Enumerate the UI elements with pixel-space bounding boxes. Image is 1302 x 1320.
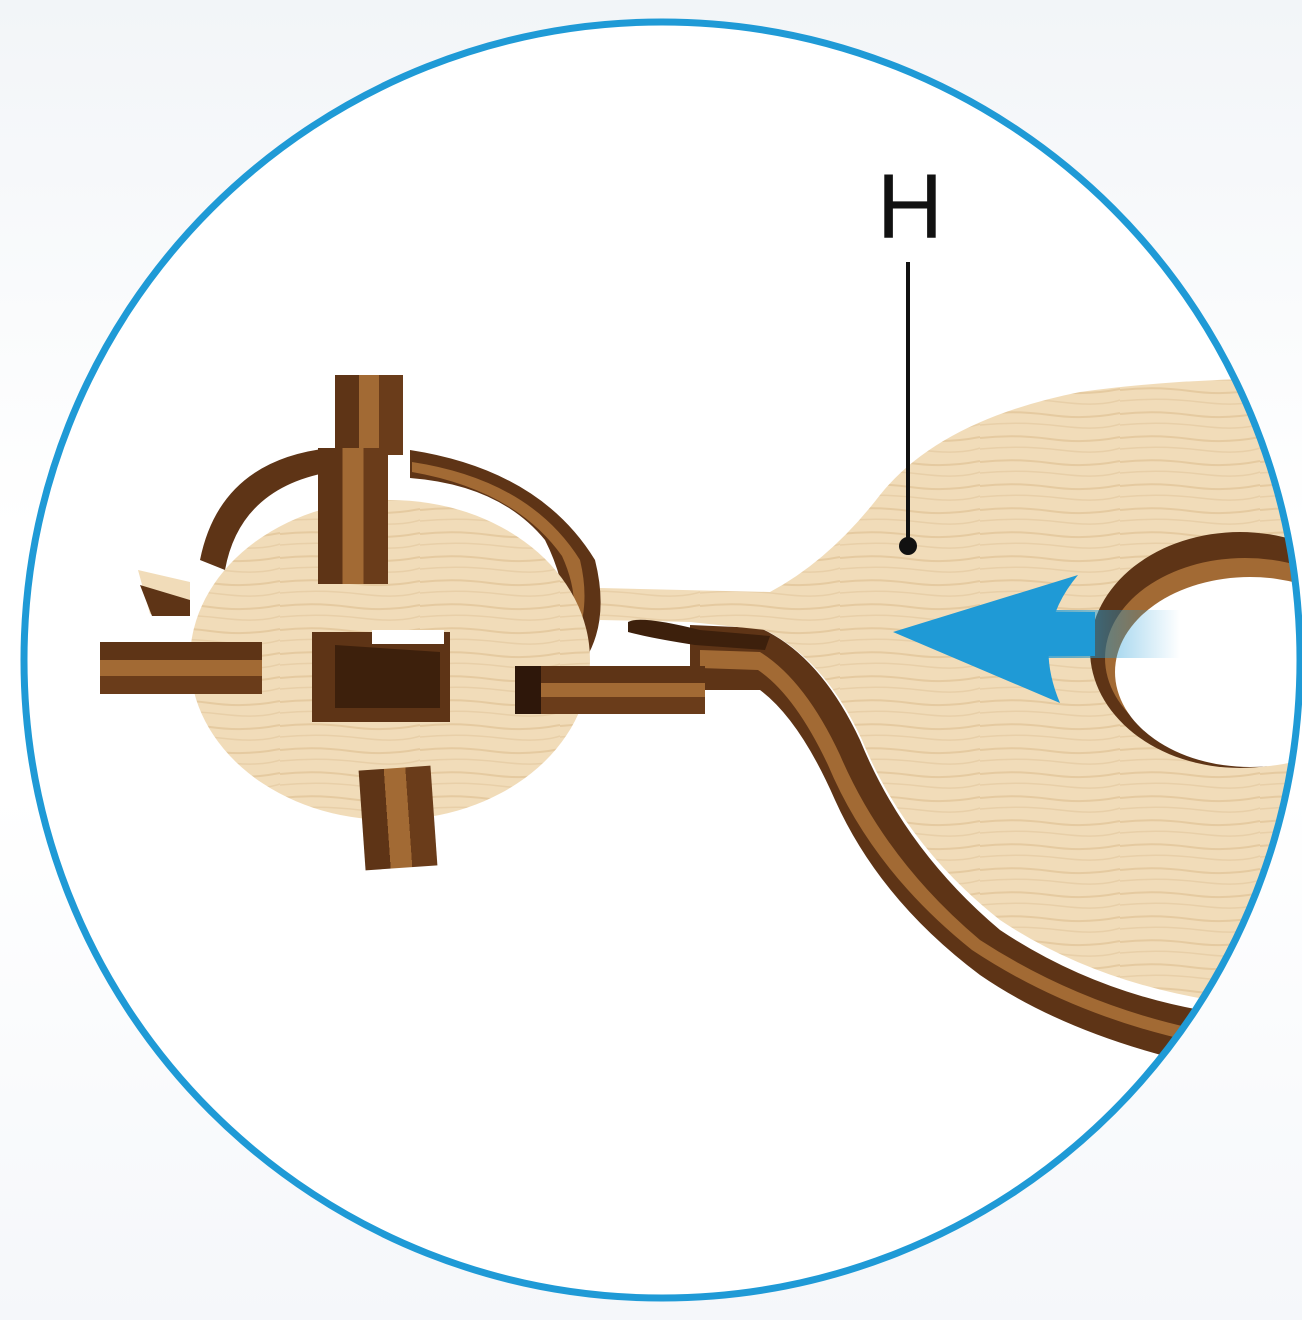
arrow-shaft: [1000, 612, 1095, 656]
peg-vertical-top: [318, 448, 388, 584]
part-h-label: H: [877, 156, 943, 258]
peg-vertical-top-back: [335, 375, 403, 455]
peg-horizontal-right: [515, 666, 705, 714]
peg-horizontal-left: [100, 642, 262, 694]
disc-center-light: [372, 630, 444, 644]
part-h-leader-dot: [899, 537, 917, 555]
disc-center-hole-inner: [335, 645, 440, 708]
peg-vertical-bottom: [359, 766, 438, 871]
peg-horizontal-right-end: [515, 666, 541, 714]
